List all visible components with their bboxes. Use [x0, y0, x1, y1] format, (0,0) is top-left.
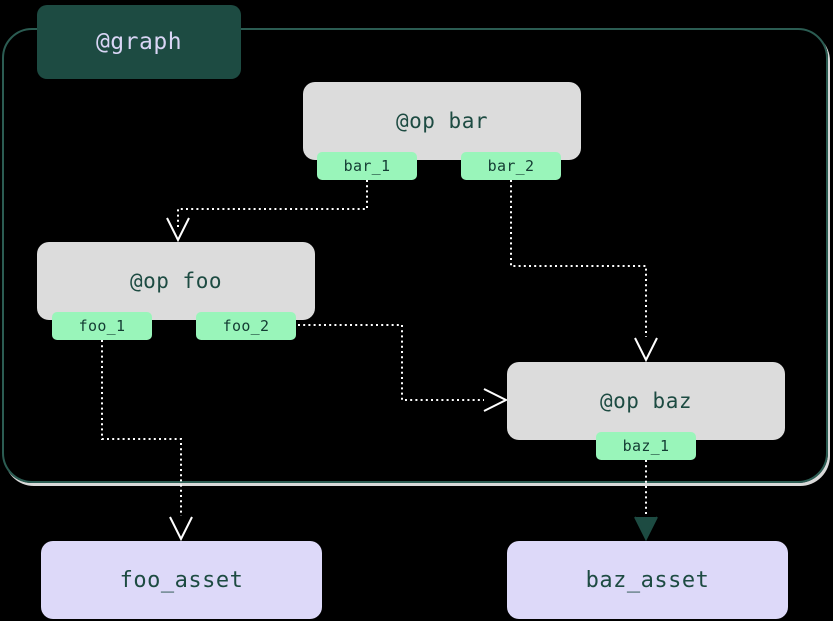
- asset-node-baz-asset-label: baz_asset: [585, 567, 710, 593]
- op-node-bar[interactable]: @op bar: [303, 82, 581, 160]
- port-foo-2-label: foo_2: [222, 317, 270, 335]
- port-bar-2-label: bar_2: [487, 157, 535, 175]
- op-node-baz[interactable]: @op baz: [507, 362, 785, 440]
- port-bar-1-label: bar_1: [343, 157, 391, 175]
- port-foo-1[interactable]: foo_1: [52, 312, 152, 340]
- port-bar-2[interactable]: bar_2: [461, 152, 561, 180]
- asset-node-foo-asset-label: foo_asset: [119, 567, 244, 593]
- port-foo-2[interactable]: foo_2: [196, 312, 296, 340]
- graph-label[interactable]: @graph: [37, 5, 241, 79]
- op-node-foo-title: @op foo: [129, 269, 222, 293]
- asset-node-foo-asset[interactable]: foo_asset: [41, 541, 322, 619]
- op-node-baz-title: @op baz: [599, 389, 692, 413]
- asset-node-baz-asset[interactable]: baz_asset: [507, 541, 788, 619]
- port-baz-1-label: baz_1: [622, 437, 670, 455]
- port-baz-1[interactable]: baz_1: [596, 432, 696, 460]
- port-foo-1-label: foo_1: [78, 317, 126, 335]
- op-node-bar-title: @op bar: [395, 109, 488, 133]
- graph-container[interactable]: [2, 28, 828, 483]
- arrowhead-icon-baz_1-to-baz_asset: [634, 516, 658, 542]
- arrowhead-icon-foo_1-to-foo_asset: [169, 516, 193, 542]
- op-node-foo[interactable]: @op foo: [37, 242, 315, 320]
- port-bar-1[interactable]: bar_1: [317, 152, 417, 180]
- graph-label-text: @graph: [95, 29, 183, 55]
